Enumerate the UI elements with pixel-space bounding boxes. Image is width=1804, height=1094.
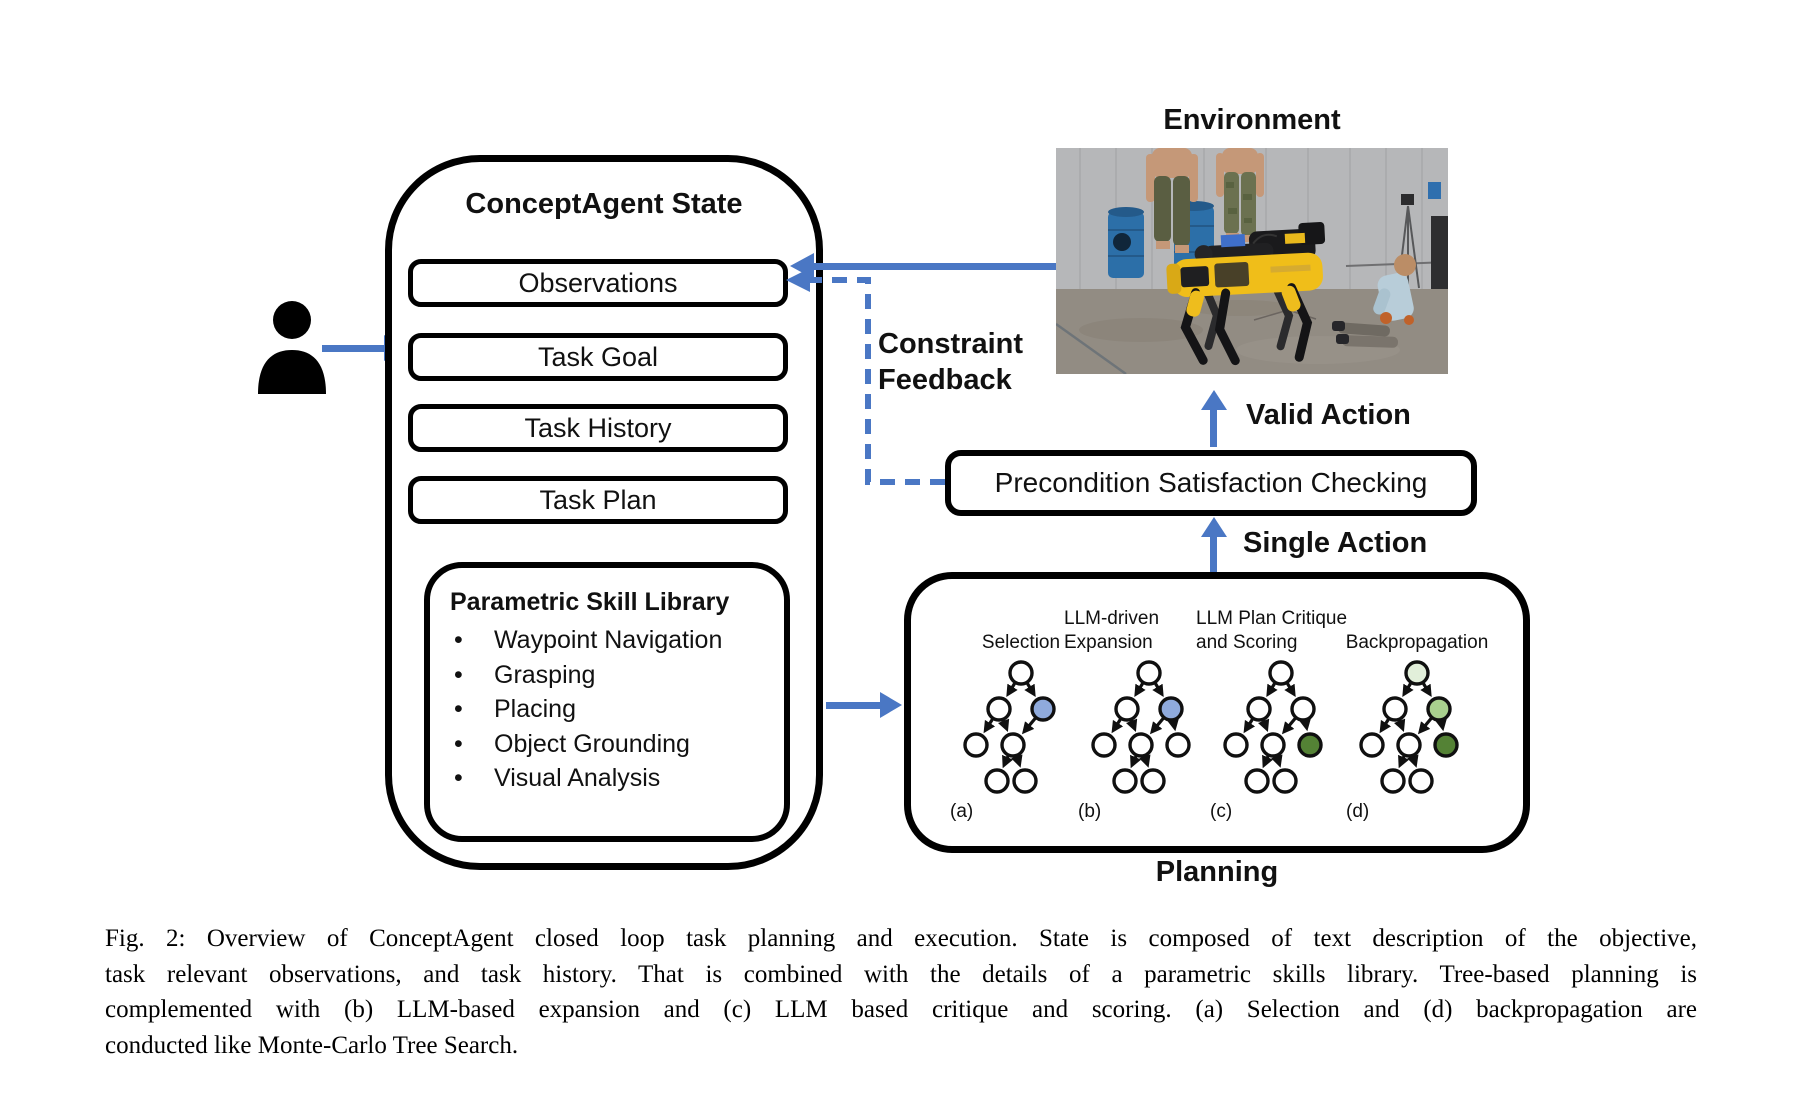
skill-item: Visual Analysis: [450, 761, 784, 796]
planning-label: Planning: [1155, 856, 1279, 888]
robot-scene-illustration: [1056, 148, 1448, 374]
arrow-shaft: [322, 344, 388, 352]
skill-item: Placing: [450, 692, 784, 727]
constraint-feedback-label: Constraint Feedback: [878, 326, 1023, 398]
arrow-head: [1200, 517, 1227, 537]
caption-line: conducted like Monte-Carlo Tree Search.: [105, 1031, 519, 1059]
seated-mannequin: [1332, 254, 1416, 348]
skill-item: Waypoint Navigation: [450, 623, 784, 658]
caption-line: Fig. 2: Overview of ConceptAgent closed …: [105, 925, 1697, 952]
observations-box: Observations: [408, 259, 788, 307]
tree-letter: (c): [1210, 801, 1233, 822]
feedback-line: Feedback: [878, 364, 1012, 396]
environment-label: Environment: [1163, 104, 1341, 136]
task-plan-box: Task Plan: [408, 476, 788, 524]
state-title: ConceptAgent State: [465, 188, 743, 220]
tree-letter: (d): [1346, 801, 1370, 822]
valid-action-label: Valid Action: [1246, 399, 1411, 431]
single-action-label: Single Action: [1243, 527, 1428, 559]
mcts-tree-c: [1223, 660, 1323, 794]
skill-library-title: Parametric Skill Library: [450, 588, 730, 616]
task-history-box: Task History: [408, 404, 788, 452]
environment-photo: [1056, 148, 1448, 374]
single-action-arrow: [1200, 517, 1227, 575]
mcts-tree-a: [963, 660, 1056, 794]
standing-mannequin: [1146, 148, 1198, 253]
state-to-planning-arrow: [826, 691, 902, 719]
conceptagent-state-box: ConceptAgent State Observations Task Goa…: [385, 155, 823, 870]
tree-llm-critique: LLM Plan Critique and Scoring (c): [1196, 597, 1366, 837]
arrow-shaft: [826, 701, 884, 709]
tree-letter: (b): [1078, 801, 1102, 822]
tree-llm-expansion: LLM-driven Expansion (b): [1064, 597, 1234, 837]
arrow-head: [1200, 390, 1227, 410]
user-person-icon: [258, 301, 326, 394]
caption-line: task relevant observations, and task his…: [105, 960, 1697, 988]
planning-box: Selection (a) LLM-driven Expansion (b) L…: [904, 572, 1530, 853]
constraint-feedback-arrow: [786, 268, 945, 485]
arrow-shaft: [1210, 534, 1217, 575]
arrow-shaft: [1210, 407, 1217, 447]
tree-letter: (a): [950, 801, 974, 822]
figure-caption: Fig. 2: Overview of ConceptAgent closed …: [105, 921, 1697, 1063]
arrow-shaft: [810, 262, 1056, 270]
tree-backpropagation: Backpropagation (d): [1332, 597, 1502, 837]
tree-label: LLM-driven Expansion: [1064, 608, 1160, 653]
constraint-line: Constraint: [878, 328, 1023, 360]
arrow-head: [880, 692, 902, 718]
caption-line: complemented with (b) LLM-based expansio…: [105, 996, 1697, 1023]
skill-item: Object Grounding: [450, 727, 784, 762]
tree-label: Selection: [981, 632, 1061, 653]
tree-label: LLM Plan Critique and Scoring: [1196, 608, 1348, 653]
spot-robot-icon: [1166, 222, 1326, 366]
standing-mannequin: [1216, 148, 1264, 242]
blue-barrel-icon: [1108, 207, 1144, 278]
skill-item: Grasping: [450, 658, 784, 693]
parametric-skill-library-box: Parametric Skill Library Waypoint Naviga…: [424, 562, 790, 842]
tree-selection: Selection (a): [936, 597, 1106, 837]
valid-action-arrow: [1200, 390, 1227, 447]
precondition-checking-box: Precondition Satisfaction Checking: [945, 450, 1477, 516]
task-goal-box: Task Goal: [408, 333, 788, 381]
skill-list: Waypoint Navigation Grasping Placing Obj…: [450, 623, 784, 796]
tree-label: Backpropagation: [1345, 632, 1489, 653]
mcts-tree-d: [1359, 660, 1459, 794]
mcts-tree-b: [1091, 660, 1191, 794]
